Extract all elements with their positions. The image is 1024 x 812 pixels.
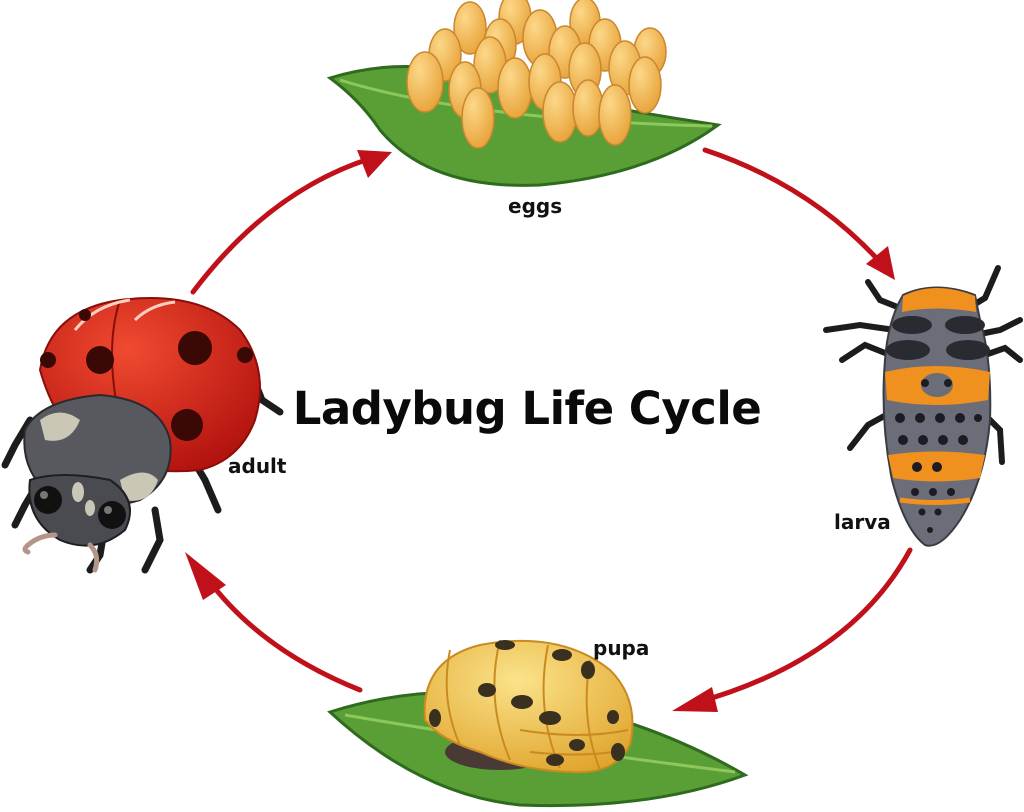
stage-label-pupa: pupa: [593, 636, 650, 660]
larva-illustration: [823, 265, 1023, 547]
stage-label-larva: larva: [834, 510, 891, 534]
stage-label-adult: adult: [228, 454, 287, 478]
arrow-eggs-to-larva: [702, 147, 895, 280]
arrow-adult-to-eggs: [190, 150, 392, 295]
diagram-title: Ladybug Life Cycle: [292, 382, 762, 435]
arrow-larva-to-pupa: [672, 547, 913, 712]
eggs-illustration: [326, 0, 722, 187]
arrow-pupa-to-adult: [185, 552, 363, 693]
pupa-illustration: [327, 639, 749, 808]
adult-ladybug-illustration: [1, 297, 284, 574]
stage-label-eggs: eggs: [508, 194, 563, 218]
